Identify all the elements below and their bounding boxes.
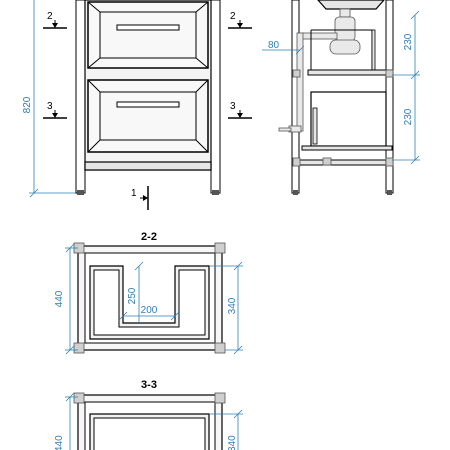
drawer-dimension-tick [410, 155, 420, 165]
section-2-left-arrowhead [52, 23, 58, 28]
upper-drawer-bevel [195, 57, 209, 69]
height-dimension-label: 820 [22, 96, 33, 113]
section-2-2-cutout-width-tick [118, 311, 128, 321]
lower-drawer-front [87, 79, 209, 153]
shelf-support [322, 157, 332, 166]
section-2-2-depth-label: 440 [54, 290, 65, 307]
upper-drawer-front-edge [371, 29, 376, 73]
upper-drawer-bevel [87, 1, 101, 13]
lower-drawer-bevel [87, 79, 101, 93]
lower-drawer-handle [116, 101, 180, 108]
lower-drawer-back-wall [312, 107, 318, 145]
section-2-2-corner-post [214, 342, 226, 354]
section-1-arrowhead [143, 195, 148, 201]
lower-drawer-box [310, 91, 387, 147]
section-2-2-corner-post [214, 242, 226, 254]
section-1-label: 1 [131, 188, 137, 199]
lower-drawer-bevel [87, 139, 101, 153]
section-3-3: 3-3 440 340 [54, 379, 243, 450]
lower-drawer-dimension-label: 230 [403, 108, 414, 125]
section-3-left-arrowhead [52, 113, 58, 118]
section-2-left-label: 2 [47, 11, 53, 22]
lower-drawer-panel [99, 91, 197, 141]
front-bottom-shelf [84, 161, 212, 171]
lower-drawer-bevel [195, 139, 209, 153]
section-2-2-depth-tick [65, 243, 75, 253]
section-3-3-title: 3-3 [141, 379, 157, 391]
side-right-joint-upper [385, 69, 394, 78]
section-2-2-title: 2-2 [141, 231, 157, 243]
section-2-right-arrowhead [237, 23, 243, 28]
upper-drawer-bevel [87, 57, 101, 69]
section-3-right-arrowhead [237, 113, 243, 118]
height-dimension-tick [29, 188, 39, 198]
section-2-2: 2-2 440 250 200 340 [54, 231, 243, 355]
front-left-foot [77, 190, 84, 195]
section-2-2-cutout-width-label: 200 [141, 305, 158, 316]
front-left-leg [75, 0, 86, 194]
side-bottom-shelf [298, 159, 387, 166]
front-view: 820 2 2 [22, 0, 252, 210]
drawer-dimension-tick [410, 70, 420, 80]
section-2-2-drawer-inner [93, 269, 206, 336]
drain-outlet-tip [278, 127, 292, 132]
section-2-2-corner-post [73, 342, 85, 354]
front-right-foot [212, 190, 219, 195]
section-3-3-depth-label: 440 [54, 435, 65, 450]
section-3-3-drawer-inner [93, 417, 206, 450]
drawer-dimension-tick [410, 10, 420, 20]
offset-dimension-label: 80 [268, 40, 280, 51]
front-right-leg [210, 0, 221, 194]
side-right-joint [385, 157, 394, 167]
section-3-right-label: 3 [230, 101, 236, 112]
section-2-2-inner-depth-label: 340 [227, 297, 238, 314]
lower-drawer-bevel [195, 79, 209, 93]
drain-horizontal-pipe [300, 32, 338, 40]
section-2-2-depth-tick [65, 345, 75, 355]
section-3-3-depth-tick [65, 392, 75, 402]
lower-drawer-bottom [301, 145, 393, 151]
section-3-3-inner-depth-tick [233, 409, 243, 419]
section-2-2-cutout-width-tick [170, 311, 180, 321]
section-2-2-cutout-depth-tick [134, 261, 144, 271]
section-2-2-inner-depth-tick [233, 345, 243, 355]
upper-drawer-bevel [195, 1, 209, 13]
offset-dimension-tick [295, 45, 305, 55]
sink-basin [317, 0, 385, 10]
side-left-joint-upper [292, 69, 301, 78]
side-left-foot [293, 190, 298, 195]
section-3-3-inner-depth-label: 340 [227, 435, 238, 450]
section-3-left-label: 3 [47, 101, 53, 112]
section-3-3-corner-post [73, 392, 85, 404]
section-2-2-cutout-depth-label: 250 [127, 287, 138, 304]
side-right-foot [387, 190, 392, 195]
section-2-right-label: 2 [230, 11, 236, 22]
upper-drawer-front [87, 1, 209, 69]
side-view: 80 230 230 [262, 0, 420, 195]
section-3-3-corner-post [214, 392, 226, 404]
siphon-bottle [334, 16, 356, 42]
upper-drawer-handle [116, 24, 180, 31]
section-2-2-inner-depth-tick [233, 261, 243, 271]
upper-drawer-bottom [307, 69, 393, 76]
siphon-bowl [329, 39, 361, 55]
upper-drawer-panel [99, 11, 197, 59]
drain-neck [339, 8, 351, 18]
upper-drawer-dimension-label: 230 [403, 33, 414, 50]
side-left-joint [292, 157, 301, 167]
